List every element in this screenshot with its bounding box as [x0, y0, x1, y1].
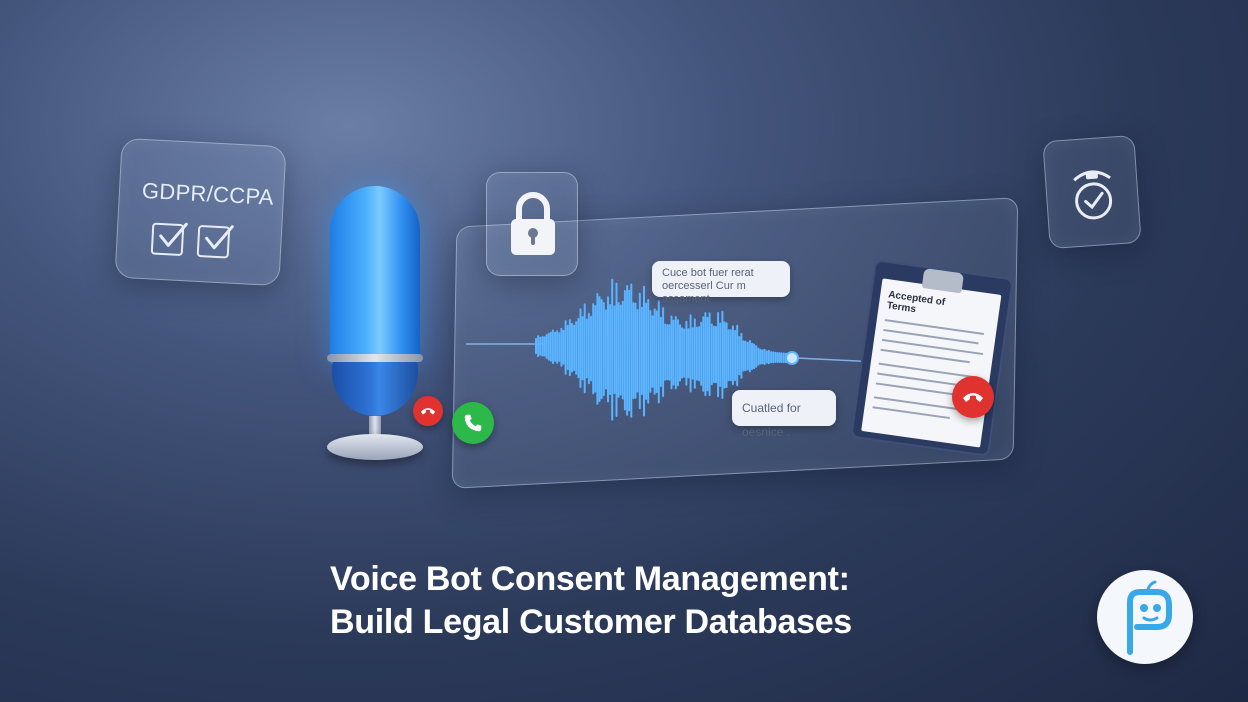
- compliance-label: GDPR/CCPA: [141, 177, 275, 210]
- phone-decline-icon[interactable]: [952, 376, 994, 418]
- shield-clock-icon: [1073, 170, 1113, 220]
- checkbox-checked-icon: [150, 222, 188, 257]
- lock-icon: [511, 192, 555, 255]
- compliance-card: GDPR/CCPA: [114, 137, 287, 287]
- chat-bubble-top: Cuce bot fuer rerat oercesserl Cur m ass…: [652, 261, 790, 305]
- headline-line-2: Build Legal Customer Databases: [330, 603, 852, 641]
- clipboard-icon: Accepted of Terms: [850, 259, 1014, 457]
- headline-line-1: Voice Bot Consent Management:: [330, 560, 850, 598]
- phone-accept-icon[interactable]: [452, 402, 494, 444]
- microphone-icon: [322, 186, 428, 466]
- page-title: Voice Bot Consent Management: Build Lega…: [330, 558, 950, 644]
- security-badge-card: [1042, 134, 1142, 250]
- audio-waveform: [466, 278, 879, 421]
- brand-logo-icon[interactable]: [1097, 570, 1193, 664]
- playhead-icon: [785, 351, 799, 365]
- lock-card: [486, 172, 578, 276]
- chat-bubble-bottom: Cuatled for oesnice .: [732, 390, 836, 439]
- phone-decline-icon[interactable]: [413, 396, 443, 426]
- document-title: Accepted of Terms: [886, 289, 946, 316]
- terms-document: Accepted of Terms: [861, 278, 1002, 448]
- checkbox-checked-icon: [196, 224, 234, 259]
